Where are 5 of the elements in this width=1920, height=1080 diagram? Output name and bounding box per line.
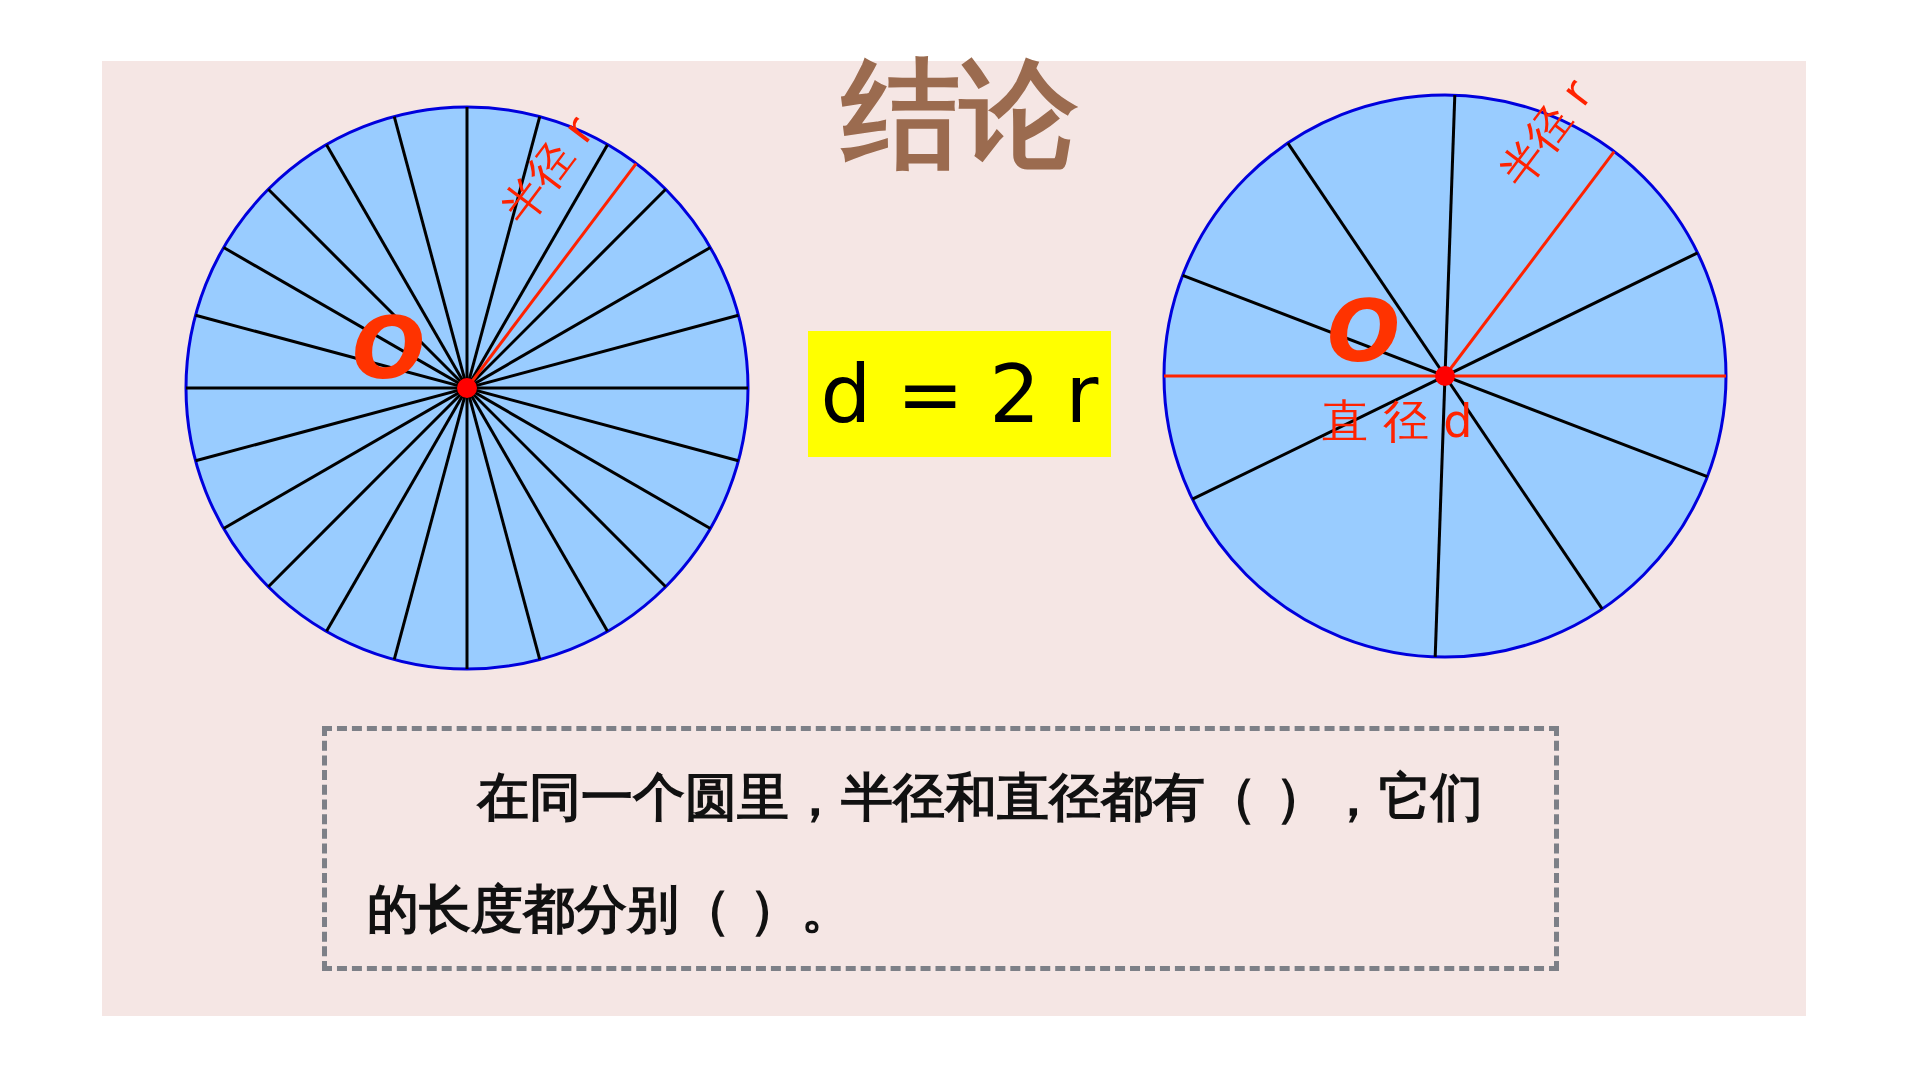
formula-box: d = 2 r bbox=[808, 331, 1111, 457]
question-box: 在同一个圆里，半径和直径都有（ ），它们的长度都分别（ ）。 bbox=[322, 726, 1559, 971]
radius-label: 半径 r bbox=[1492, 72, 1600, 195]
title: 结论 bbox=[839, 50, 1079, 180]
radius-label: 半径 r bbox=[494, 109, 602, 232]
